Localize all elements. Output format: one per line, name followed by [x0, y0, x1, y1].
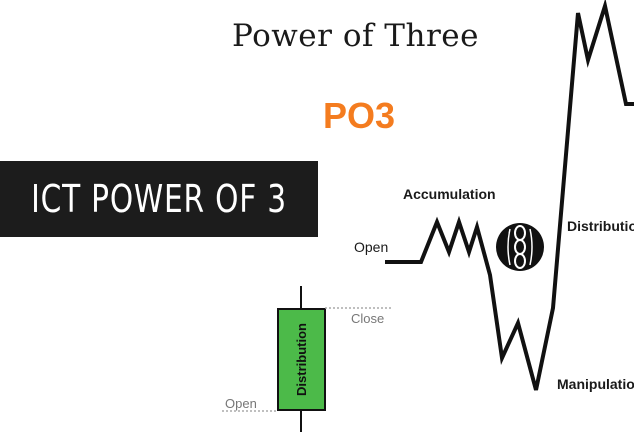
diagram-title: Power of Three [232, 18, 479, 54]
ict-banner: ICT POWER OF 3 [0, 161, 318, 237]
banner-text: ICT POWER OF 3 [31, 177, 287, 221]
distribution-label: Distribution [567, 218, 634, 234]
manipulation-label: Manipulation [557, 376, 634, 392]
candle-open-label: Open [225, 396, 257, 411]
candle-body [277, 308, 326, 411]
price-path-line [385, 0, 634, 391]
po3-subtitle: PO3 [323, 95, 396, 136]
open-label: Open [354, 239, 389, 255]
chain-link-emblem-icon [496, 223, 544, 271]
accumulation-label: Accumulation [403, 186, 496, 202]
distribution-candle [222, 286, 392, 432]
candle-body-label-box: Distribution [278, 309, 325, 410]
candle-close-label: Close [351, 311, 385, 326]
candle-body-label: Distribution [294, 323, 309, 396]
